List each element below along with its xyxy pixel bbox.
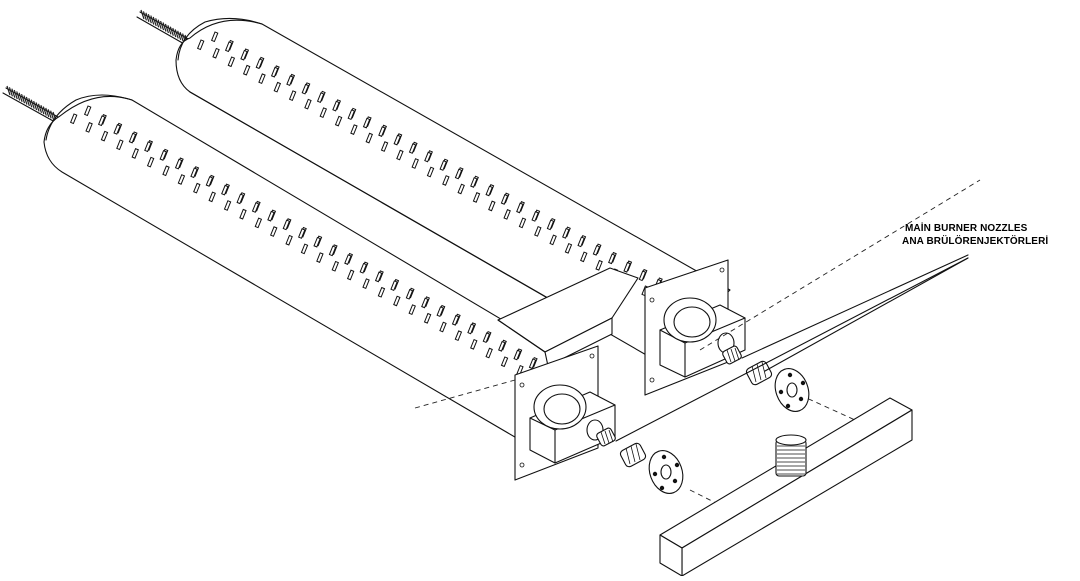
mounting-plate-back [644,259,746,396]
gasket-flange-back [774,368,810,412]
manifold-inlet-fitting [775,434,807,477]
main-burner-nozzle-back [722,345,742,365]
main-burner-nozzle-front [596,427,616,447]
gasket-flange-front [648,450,684,494]
main-burner-nozzles-callout: MAİN BURNER NOZZLES ANA BRÜLÖRENJEKTÖRLE… [902,222,1075,248]
callout-leader-lines [615,254,969,442]
nozzle-holder-front [619,442,647,468]
cross-bracket [497,267,639,367]
rear-threaded-rod-back [136,9,191,46]
nozzle-holder-back [745,360,773,386]
gas-manifold-bar [659,397,913,577]
callout-label-turkish: ANA BRÜLÖRENJEKTÖRLERİ [902,236,1049,247]
rear-threaded-rod-front [2,85,59,123]
mounting-plate-front [514,345,616,481]
callout-label-english: MAİN BURNER NOZZLES [905,223,1028,234]
